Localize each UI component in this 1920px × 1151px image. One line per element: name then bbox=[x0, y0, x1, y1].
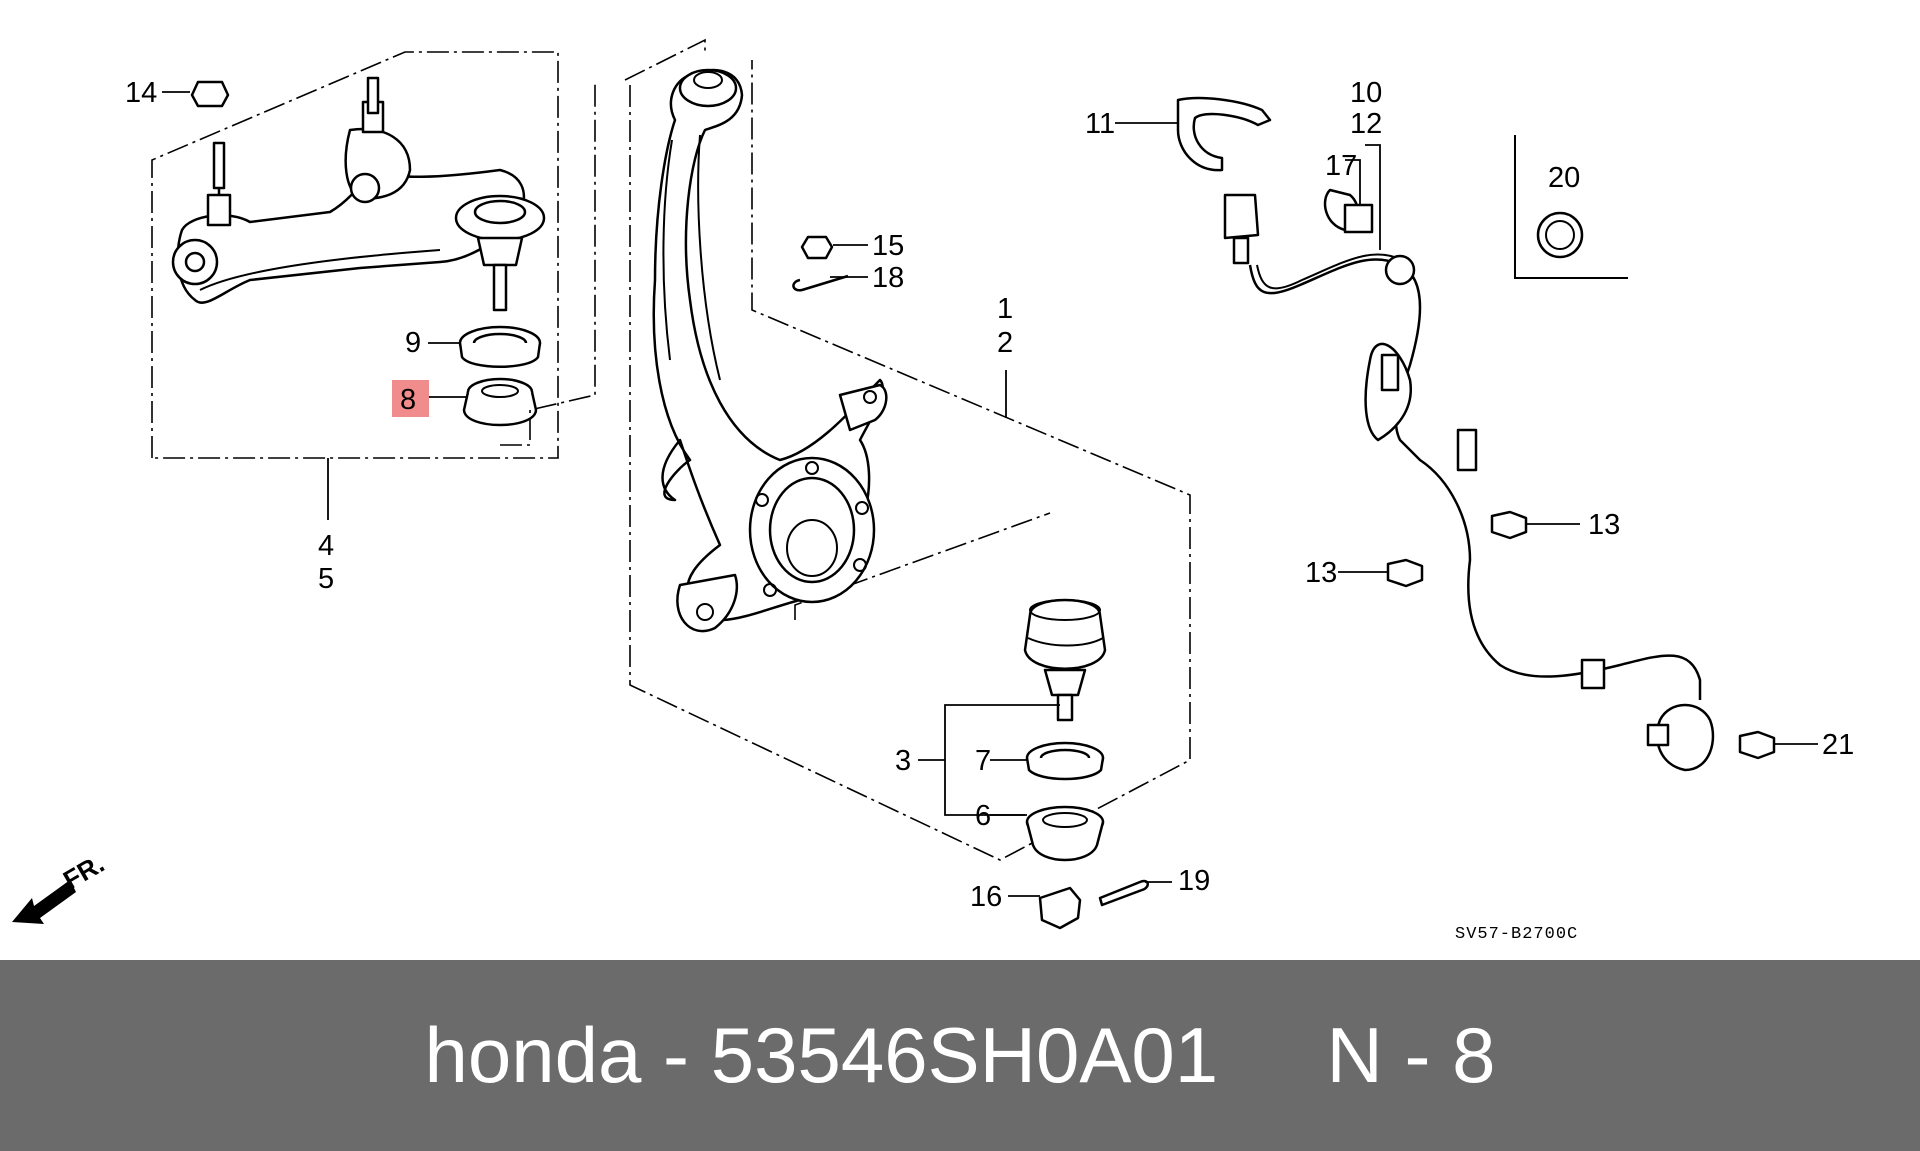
lower-ball-joint-group bbox=[918, 598, 1172, 930]
upper-arm-group bbox=[151, 51, 596, 520]
caption-bar: honda - 53546SH0A01 N - 8 bbox=[0, 960, 1920, 1151]
callout-7: 7 bbox=[975, 745, 991, 777]
cap-20 bbox=[1536, 211, 1584, 259]
callout-6: 6 bbox=[975, 800, 991, 832]
parts-diagram: FR. 1 2 3 4 5 6 7 8 9 10 11 12 13 13 14 … bbox=[12, 38, 1854, 944]
callout-2: 2 bbox=[997, 327, 1013, 359]
nut-15 bbox=[800, 235, 834, 260]
front-stud-base bbox=[206, 193, 232, 227]
ball-joint-stud bbox=[1056, 693, 1074, 722]
callout-20: 20 bbox=[1548, 162, 1580, 194]
callout-12: 12 bbox=[1350, 108, 1382, 140]
callout-13a: 13 bbox=[1588, 509, 1620, 541]
nut-14 bbox=[190, 80, 230, 108]
rear-stud bbox=[366, 76, 380, 115]
bolt-13-upper bbox=[1490, 510, 1528, 540]
lower-ball-joint bbox=[1023, 598, 1107, 670]
callout-18: 18 bbox=[872, 262, 904, 294]
callout-13b: 13 bbox=[1305, 557, 1337, 589]
cotter-pin-19 bbox=[1098, 879, 1149, 907]
callout-1: 1 bbox=[997, 293, 1013, 325]
sensor-harness bbox=[1248, 258, 1702, 700]
callout-19: 19 bbox=[1178, 865, 1210, 897]
arm-ball-joint-stud bbox=[492, 263, 508, 312]
callout-17: 17 bbox=[1325, 150, 1357, 182]
callout-4: 4 bbox=[318, 530, 334, 562]
bracket-11 bbox=[1176, 96, 1272, 172]
callout-15: 15 bbox=[872, 230, 904, 262]
callout-21: 21 bbox=[1822, 729, 1854, 761]
callout-9: 9 bbox=[405, 327, 421, 359]
harness-bracket bbox=[1364, 342, 1413, 442]
callout-5: 5 bbox=[318, 563, 334, 595]
upper-control-arm bbox=[176, 168, 526, 304]
bolt-21 bbox=[1738, 730, 1776, 760]
sensor-group bbox=[1115, 96, 1818, 772]
knuckle-group bbox=[624, 38, 1191, 861]
harness-connector bbox=[1223, 193, 1260, 240]
callout-3: 3 bbox=[895, 745, 911, 777]
wheel-sensor bbox=[1655, 703, 1715, 772]
grommet bbox=[1384, 254, 1416, 286]
callout-14: 14 bbox=[125, 77, 157, 109]
diagram-code: SV57-B2700C bbox=[1455, 925, 1578, 944]
front-stud bbox=[212, 141, 226, 190]
bolt-13-lower bbox=[1386, 558, 1424, 588]
callout-10: 10 bbox=[1350, 77, 1382, 109]
front-direction-indicator: FR. bbox=[12, 848, 109, 924]
callout-11: 11 bbox=[1085, 108, 1115, 140]
front-arrow-icon bbox=[12, 880, 76, 924]
nut-16 bbox=[1038, 886, 1082, 930]
callout-8: 8 bbox=[400, 384, 416, 416]
highlight-8 bbox=[392, 380, 429, 417]
cotter-pin-18 bbox=[792, 274, 849, 292]
part-caption: honda - 53546SH0A01 N - 8 bbox=[424, 1011, 1496, 1099]
callout-16: 16 bbox=[970, 881, 1002, 913]
